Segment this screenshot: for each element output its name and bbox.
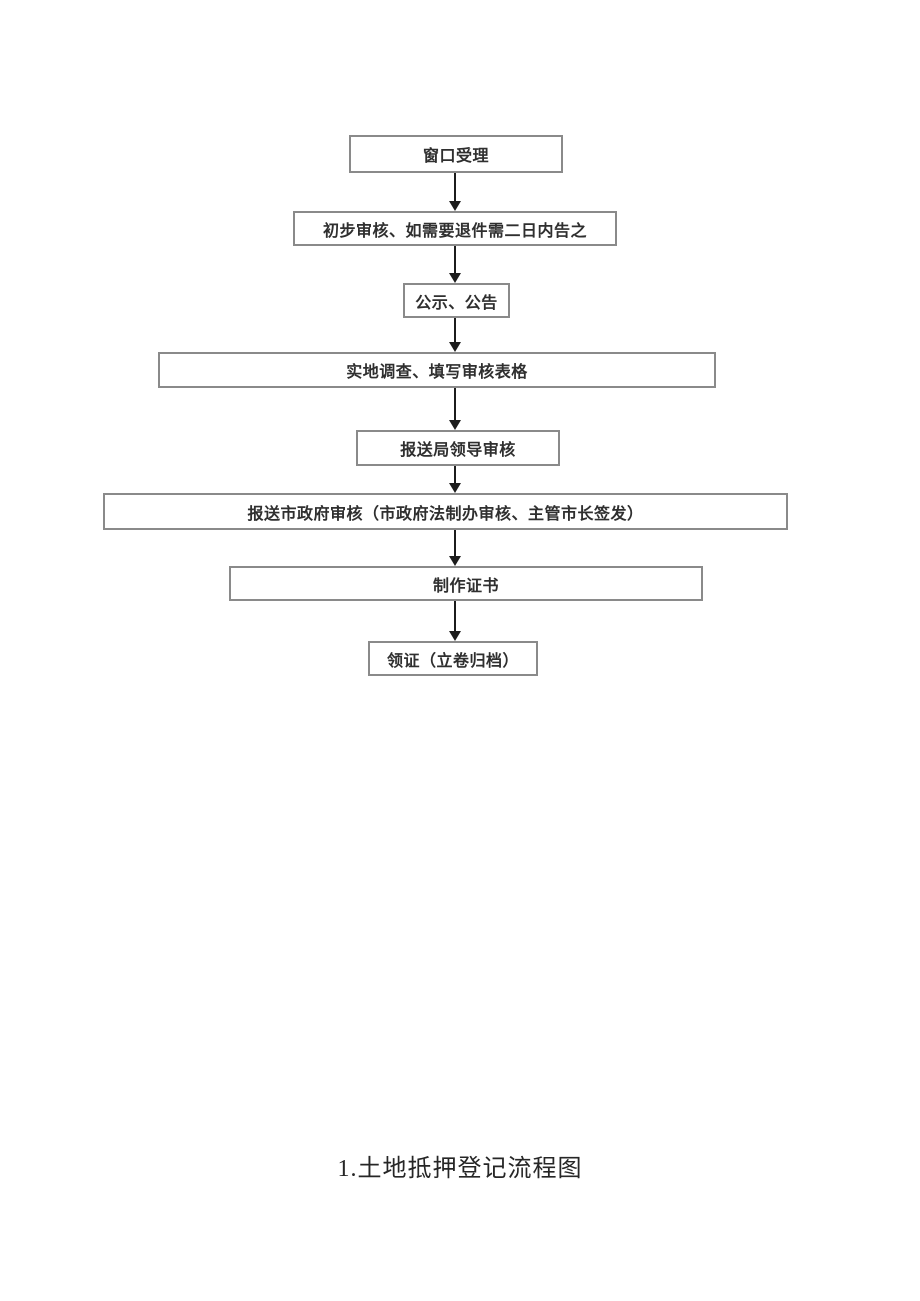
flow-node-window-acceptance: 窗口受理 <box>349 135 563 173</box>
arrow-head <box>449 273 461 283</box>
arrow-down-icon <box>448 318 462 352</box>
flow-node-public-announcement: 公示、公告 <box>403 283 510 318</box>
flow-node-label: 领证（立卷归档） <box>386 652 519 670</box>
flow-node-label: 初步审核、如需要退件需二日内告之 <box>322 222 587 240</box>
flow-node-certificate-collection: 领证（立卷归档） <box>368 641 538 676</box>
flow-node-certificate-production: 制作证书 <box>229 566 703 601</box>
arrow-down-icon <box>448 466 462 493</box>
arrow-head <box>449 556 461 566</box>
arrow-shaft <box>454 246 456 274</box>
flow-node-label: 报送局领导审核 <box>400 442 516 459</box>
arrow-head <box>449 420 461 430</box>
arrow-down-icon <box>448 388 462 430</box>
arrow-head <box>449 483 461 493</box>
arrow-down-icon <box>448 246 462 283</box>
arrow-head <box>449 342 461 352</box>
arrow-down-icon <box>448 530 462 566</box>
arrow-head <box>449 201 461 211</box>
flow-node-label: 报送市政府审核（市政府法制办审核、主管市长签发） <box>247 505 644 523</box>
arrow-shaft <box>454 601 456 632</box>
flow-node-label: 公示、公告 <box>415 294 498 312</box>
flow-node-city-government-review: 报送市政府审核（市政府法制办审核、主管市长签发） <box>103 493 788 530</box>
arrow-shaft <box>454 530 456 557</box>
flow-node-bureau-leader-review: 报送局领导审核 <box>356 430 560 466</box>
flow-node-label: 窗口受理 <box>422 148 489 165</box>
arrow-down-icon <box>448 601 462 641</box>
arrow-head <box>449 631 461 641</box>
arrow-shaft <box>454 173 456 202</box>
flow-node-initial-review: 初步审核、如需要退件需二日内告之 <box>293 211 617 246</box>
figure-caption: 1.土地抵押登记流程图 <box>337 1156 583 1182</box>
arrow-shaft <box>454 388 456 421</box>
flow-node-label: 制作证书 <box>432 577 499 595</box>
arrow-down-icon <box>448 173 462 211</box>
arrow-shaft <box>454 318 456 343</box>
arrow-shaft <box>454 466 456 484</box>
flow-node-field-survey: 实地调查、填写审核表格 <box>158 352 716 388</box>
flow-node-label: 实地调查、填写审核表格 <box>346 364 528 381</box>
